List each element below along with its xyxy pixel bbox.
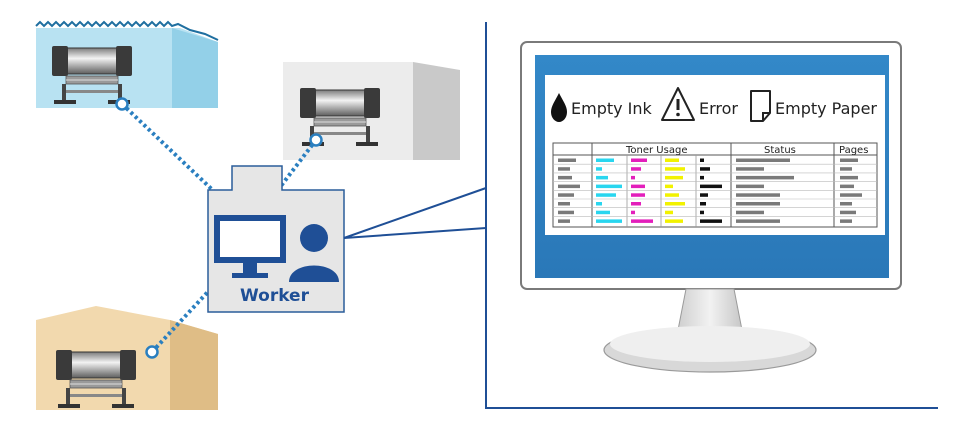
table-cell-bar bbox=[596, 158, 614, 162]
table-cell-bar bbox=[558, 167, 570, 171]
table-cell-bar bbox=[736, 193, 780, 197]
table-cell-bar bbox=[736, 210, 764, 215]
table-cell-bar bbox=[736, 202, 780, 206]
table-cell-bar bbox=[631, 202, 641, 206]
table-cell-bar bbox=[736, 184, 764, 189]
legend-error: Error bbox=[699, 99, 738, 118]
table-cell-bar bbox=[596, 167, 602, 171]
table-cell-bar bbox=[558, 202, 570, 206]
warning-triangle-icon bbox=[661, 87, 695, 121]
site-bottom-left bbox=[36, 306, 218, 410]
table-cell-bar bbox=[840, 202, 852, 206]
table-rows bbox=[553, 158, 877, 223]
legend: Empty Ink Error Empty Paper bbox=[551, 87, 877, 122]
table-cell-bar bbox=[631, 210, 635, 215]
table-cell-bar bbox=[631, 219, 653, 223]
table-cell-bar bbox=[665, 167, 685, 171]
table-row bbox=[553, 163, 877, 171]
site-top-left bbox=[35, 20, 219, 108]
table-cell-bar bbox=[700, 219, 722, 223]
table-cell-bar bbox=[631, 158, 647, 162]
status-monitor: Empty Ink Error Empty Paper Toner Usa bbox=[520, 41, 902, 373]
table-cell-bar bbox=[631, 184, 645, 189]
table-cell-bar bbox=[736, 158, 790, 162]
worker-office: Worker bbox=[207, 165, 345, 313]
table-row bbox=[553, 181, 877, 189]
table-cell-bar bbox=[840, 167, 852, 171]
table-cell-bar bbox=[840, 175, 858, 180]
table-cell-bar bbox=[700, 158, 704, 162]
table-row bbox=[553, 207, 877, 215]
table-cell-bar bbox=[631, 167, 641, 171]
table-cell-bar bbox=[558, 219, 570, 223]
table-row bbox=[553, 190, 877, 197]
table-row bbox=[553, 172, 877, 180]
table-cell-bar bbox=[596, 210, 610, 215]
table-cell-bar bbox=[840, 219, 852, 223]
table-cell-bar bbox=[736, 167, 764, 171]
droplet-icon bbox=[551, 93, 567, 122]
table-cell-bar bbox=[665, 202, 685, 206]
table-header-toner-usage: Toner Usage bbox=[625, 145, 687, 156]
table-cell-bar bbox=[840, 193, 862, 197]
table-cell-bar bbox=[665, 158, 679, 162]
desktop-monitor-icon bbox=[214, 215, 286, 278]
table-cell-bar bbox=[665, 175, 683, 180]
table-cell-bar bbox=[700, 193, 708, 197]
site-top-right bbox=[283, 62, 460, 160]
callout-lines bbox=[343, 22, 938, 409]
table-cell-bar bbox=[596, 193, 616, 197]
table-cell-bar bbox=[596, 184, 622, 189]
table-cell-bar bbox=[840, 158, 858, 162]
status-table: Toner Usage Status Pages bbox=[552, 142, 878, 228]
table-cell-bar bbox=[558, 210, 574, 215]
table-cell-bar bbox=[840, 184, 854, 189]
table-cell-bar bbox=[665, 184, 673, 189]
table-cell-bar bbox=[631, 175, 635, 180]
table-row bbox=[558, 158, 858, 162]
table-cell-bar bbox=[840, 210, 856, 215]
table-cell-bar bbox=[700, 175, 704, 180]
table-cell-bar bbox=[700, 184, 722, 189]
table-cell-bar bbox=[700, 210, 704, 215]
legend-empty-ink: Empty Ink bbox=[571, 99, 653, 118]
person-icon bbox=[289, 224, 339, 282]
paper-sheet-icon bbox=[750, 90, 771, 122]
table-cell-bar bbox=[558, 175, 572, 180]
table-cell-bar bbox=[736, 219, 780, 223]
table-row bbox=[553, 216, 877, 223]
legend-empty-paper: Empty Paper bbox=[775, 99, 877, 118]
table-header-status: Status bbox=[764, 145, 796, 156]
table-cell-bar bbox=[736, 175, 794, 180]
table-cell-bar bbox=[665, 210, 673, 215]
table-cell-bar bbox=[596, 219, 622, 223]
table-header-pages: Pages bbox=[839, 145, 868, 156]
table-cell-bar bbox=[558, 193, 574, 197]
table-cell-bar bbox=[700, 167, 710, 171]
table-cell-bar bbox=[665, 219, 683, 223]
table-cell-bar bbox=[558, 158, 576, 162]
worker-label: Worker bbox=[240, 286, 310, 306]
table-cell-bar bbox=[631, 193, 645, 197]
table-cell-bar bbox=[596, 175, 608, 180]
table-row bbox=[553, 198, 877, 206]
table-cell-bar bbox=[596, 202, 602, 206]
table-cell-bar bbox=[558, 184, 580, 189]
table-cell-bar bbox=[665, 193, 679, 197]
table-cell-bar bbox=[700, 202, 706, 206]
